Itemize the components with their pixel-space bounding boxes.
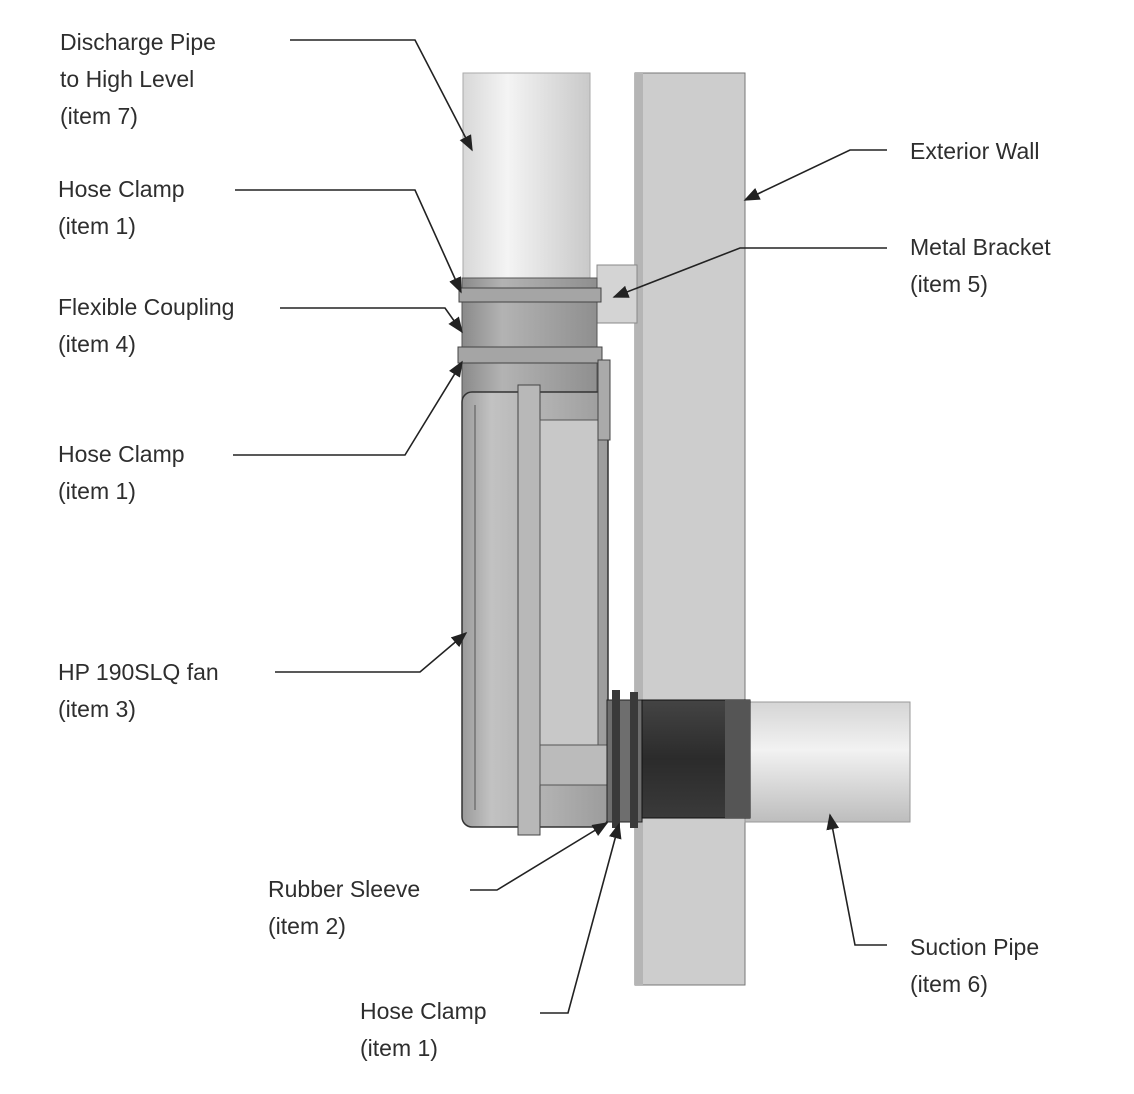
label-line: Discharge Pipe [60, 29, 216, 55]
label-line: Metal Bracket [910, 234, 1051, 260]
label-hose-clamp-mid: Hose Clamp (item 1) [58, 436, 185, 510]
label-line: Exterior Wall [910, 138, 1040, 164]
label-line: Hose Clamp [58, 176, 185, 202]
rubber-sleeve [606, 690, 643, 828]
label-line: (item 7) [60, 103, 138, 129]
label-line: (item 4) [58, 331, 136, 357]
label-line: HP 190SLQ fan [58, 659, 219, 685]
label-line: (item 1) [360, 1035, 438, 1061]
suction-pipe [641, 699, 911, 823]
exterior-wall [634, 72, 746, 986]
label-line: Flexible Coupling [58, 294, 235, 320]
label-line: to High Level [60, 66, 195, 92]
label-line: Hose Clamp [360, 998, 487, 1024]
label-metal-bracket: Metal Bracket (item 5) [910, 229, 1051, 303]
label-discharge-pipe: Discharge Pipe to High Level (item 7) [60, 24, 216, 135]
label-line: (item 5) [910, 271, 988, 297]
label-line: Suction Pipe [910, 934, 1040, 960]
label-exterior-wall: Exterior Wall [910, 133, 1040, 170]
label-line: (item 1) [58, 213, 136, 239]
label-line: (item 3) [58, 696, 136, 722]
label-hose-clamp-bottom: Hose Clamp (item 1) [360, 993, 487, 1067]
fan-body [461, 359, 611, 836]
label-fan: HP 190SLQ fan (item 3) [58, 654, 219, 728]
label-line: Rubber Sleeve [268, 876, 421, 902]
label-suction-pipe: Suction Pipe (item 6) [910, 929, 1039, 1003]
label-line: (item 2) [268, 913, 346, 939]
discharge-pipe [462, 72, 591, 289]
flexible-coupling [457, 277, 603, 401]
label-line: (item 1) [58, 478, 136, 504]
metal-bracket [596, 264, 638, 324]
label-flexible-coupling: Flexible Coupling (item 4) [58, 289, 234, 363]
label-rubber-sleeve: Rubber Sleeve (item 2) [268, 871, 420, 945]
label-hose-clamp-top: Hose Clamp (item 1) [58, 171, 185, 245]
label-line: (item 6) [910, 971, 988, 997]
leader-lines [233, 39, 887, 1014]
label-line: Hose Clamp [58, 441, 185, 467]
